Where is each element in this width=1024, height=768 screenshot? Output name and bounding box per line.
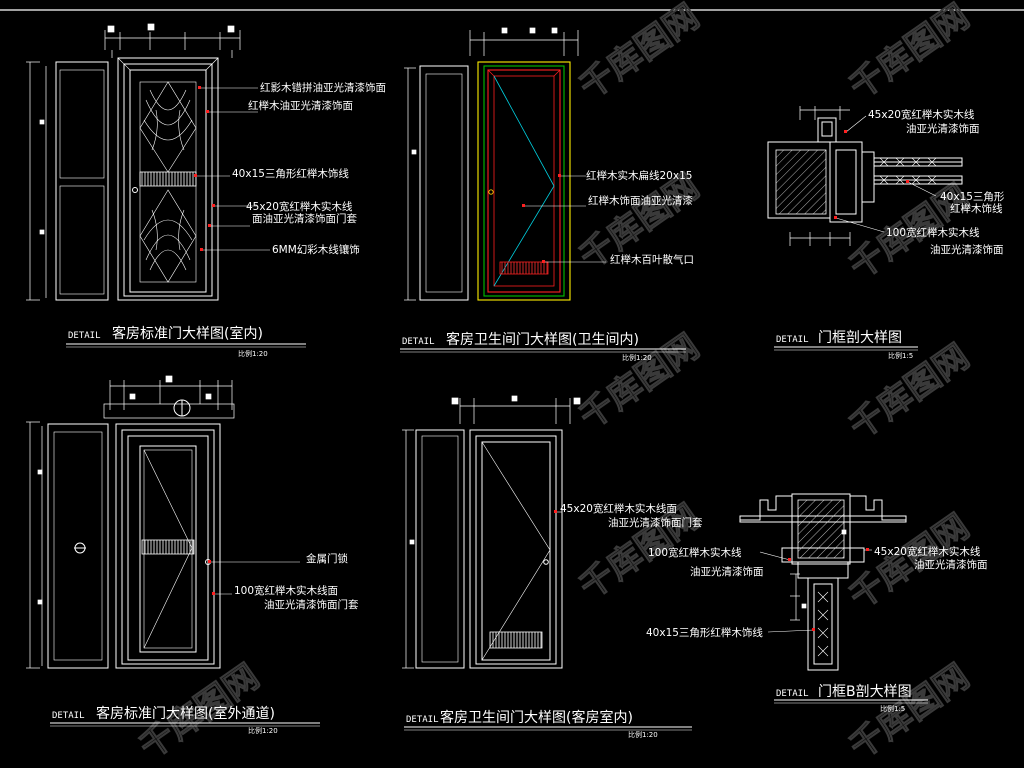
detail-title: 客房卫生间门大样图(卫生间内)	[446, 331, 639, 348]
callout-label: 40x15三角形	[940, 191, 1005, 203]
detail-scale: 比例1:5	[880, 704, 905, 713]
callout-label: 油亚光清漆饰面	[914, 558, 988, 571]
swing-indicator	[493, 75, 555, 287]
door-handle	[132, 187, 138, 193]
detail-standard-door-corridor: 金属门锁 100宽红榉木实木线面 油亚光清漆饰面门套 DETAIL 客房标准门大…	[26, 375, 359, 735]
callout-label: 45x20宽红榉木实木线	[874, 545, 981, 558]
door-handle	[543, 559, 549, 565]
wall-block	[791, 493, 851, 565]
detail-scale: 比例1:20	[248, 726, 278, 735]
callout-label: 红榉木饰线	[950, 202, 1003, 215]
detail-tag: DETAIL	[68, 331, 101, 341]
callout-label: 40x15三角形红榉木饰线	[232, 167, 349, 180]
detail-bathroom-door-inside: 红榉木实木扁线20x15 红榉木饰面油亚光清漆 红榉木百叶散气口 DETAIL …	[400, 27, 694, 362]
crossing-pattern	[879, 157, 937, 185]
door-frame	[115, 423, 221, 669]
frame-profile	[781, 547, 865, 671]
door-frame	[469, 429, 563, 669]
detail-frame-b-section: 100宽红榉木实木线 油亚光清漆饰面 40x15三角形红榉木饰线 45x20宽红…	[646, 493, 988, 713]
frame-profile	[817, 117, 963, 223]
dimension-marks	[790, 529, 847, 621]
detail-standard-door-interior: 红影木错拼油亚光清漆饰面 红榉木油亚光清漆饰面 40x15三角形红榉木饰线 45…	[26, 23, 386, 358]
callout-label: 100宽红榉木实木线面	[234, 584, 338, 597]
side-section	[47, 423, 109, 669]
louver-vent	[141, 539, 195, 555]
callout-label: 油亚光清漆饰面门套	[264, 598, 359, 611]
leader-lines	[835, 115, 937, 233]
leader-lines	[196, 87, 270, 251]
dimension-chain-left	[404, 67, 417, 301]
callout-label: 100宽红榉木实木线	[886, 226, 980, 239]
louver-vent	[489, 631, 543, 649]
callout-label: 油亚光清漆饰面	[930, 243, 1004, 256]
detail-tag: DETAIL	[406, 715, 439, 725]
callout-label: 6MM幻彩木线镶饰	[272, 243, 360, 256]
callout-label: 红影木错拼油亚光清漆饰面	[260, 81, 386, 94]
callout-label: 油亚光清漆饰面门套	[608, 516, 703, 529]
callout-label: 面油亚光清漆饰面门套	[252, 212, 357, 225]
callout-label: 油亚光清漆饰面	[906, 122, 980, 135]
swing-indicator	[481, 441, 551, 661]
watermark-text: 千库图网	[842, 657, 976, 768]
detail-title: 客房卫生间门大样图(客房室内)	[440, 709, 633, 726]
louver-vent	[499, 261, 549, 275]
detail-title: 客房标准门大样图(室外通道)	[96, 705, 275, 722]
detail-scale: 比例1:20	[238, 349, 268, 358]
detail-scale: 比例1:20	[622, 353, 652, 362]
callout-label: 油亚光清漆饰面	[690, 565, 764, 578]
callout-label: 45x20宽红榉木实木线面	[560, 502, 677, 515]
callout-label: 金属门锁	[306, 552, 348, 565]
watermark-text: 千库图网	[572, 0, 706, 107]
callout-label: 红榉木实木扁线20x15	[586, 169, 692, 182]
detail-title: 门框剖大样图	[818, 330, 902, 346]
callout-label: 红榉木百叶散气口	[610, 253, 694, 266]
detail-tag: DETAIL	[402, 337, 435, 347]
door-frame-outer	[477, 61, 571, 301]
watermark-text: 千库图网	[842, 0, 976, 107]
door-leaf	[487, 69, 561, 293]
dimension-chain-top	[104, 23, 241, 58]
door-frame	[117, 57, 219, 301]
dimension-chain-left	[26, 421, 43, 669]
dimension-chain-top	[451, 395, 581, 424]
detail-title: 门框B剖大样图	[818, 684, 912, 700]
dimension-chain-left	[26, 61, 47, 301]
detail-bathroom-door-room: 45x20宽红榉木实木线面 油亚光清漆饰面门套 DETAIL 客房卫生间门大样图…	[402, 395, 703, 739]
door-handle	[488, 189, 494, 195]
detail-tag: DETAIL	[776, 335, 809, 345]
trim-band	[139, 171, 197, 187]
side-section	[415, 429, 465, 669]
callout-label: 100宽红榉木实木线	[648, 546, 742, 559]
side-section	[419, 65, 469, 301]
callout-label: 红榉木油亚光清漆饰面	[248, 99, 353, 112]
dimension-chain-left	[402, 429, 415, 669]
detail-frame-section: 45x20宽红榉木实木线 油亚光清漆饰面 40x15三角形 红榉木饰线 100宽…	[767, 106, 1005, 360]
dimension-chain-top	[103, 375, 235, 419]
door-frame-green	[483, 65, 565, 297]
detail-tag: DETAIL	[776, 689, 809, 699]
dimension-chain-top	[469, 27, 579, 56]
detail-tag: DETAIL	[52, 711, 85, 721]
leader-lines	[210, 561, 300, 595]
callout-label: 45x20宽红榉木实木线	[868, 108, 975, 121]
detail-scale: 比例1:20	[628, 730, 658, 739]
callout-label: 红榉木饰面油亚光清漆	[588, 194, 693, 207]
side-section	[55, 61, 109, 301]
detail-scale: 比例1:5	[888, 351, 913, 360]
dimension-marks	[789, 106, 851, 246]
leader-lines	[524, 175, 606, 263]
detail-title: 客房标准门大样图(室内)	[112, 325, 263, 342]
callout-label: 45x20宽红榉木实木线	[246, 200, 353, 213]
callout-label: 40x15三角形红榉木饰线	[646, 626, 763, 639]
crossing-pattern	[817, 591, 829, 657]
